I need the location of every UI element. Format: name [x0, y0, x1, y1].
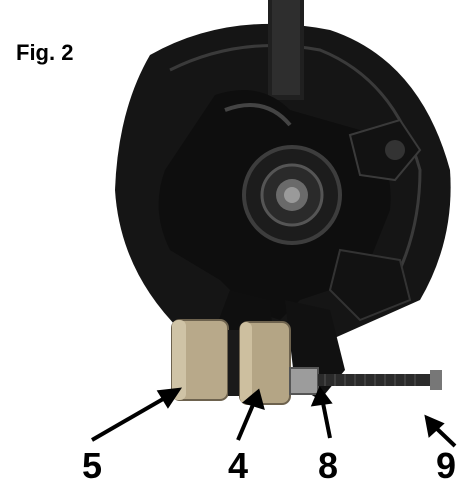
callout-5: 5	[82, 445, 103, 486]
arrow-4	[236, 399, 257, 441]
figure-label: Fig. 2	[16, 40, 74, 65]
arrow-5	[91, 393, 171, 442]
threaded-rod-9	[318, 374, 440, 386]
callout-9: 9	[436, 445, 457, 486]
callout-8: 8	[318, 445, 339, 486]
callout-4: 4	[228, 445, 249, 486]
nut-8	[289, 367, 319, 395]
